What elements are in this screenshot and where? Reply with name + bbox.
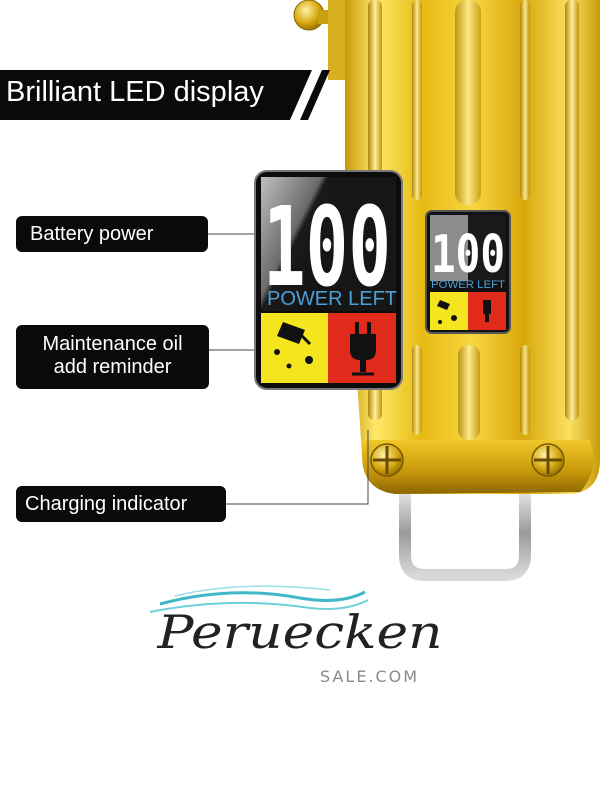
maintenance-oil-label: Maintenance oil add reminder: [16, 325, 209, 389]
oil-can-icon: [274, 322, 313, 369]
battery-power-label: Battery power: [16, 216, 208, 252]
battery-percent-digits: 100: [263, 183, 391, 311]
plug-icon: [350, 322, 376, 376]
small-power-left-caption: POWER LEFT: [431, 279, 505, 291]
power-left-caption: POWER LEFT: [267, 288, 397, 310]
brand-wave-icon: [149, 585, 369, 613]
brand-name: Peruecken: [156, 605, 442, 659]
oil-label-line1: Maintenance oil: [42, 333, 183, 355]
left-screw: [370, 443, 404, 477]
oil-label-line2: add reminder: [53, 356, 172, 378]
brand-logo: Peruecken: [156, 605, 442, 659]
small-led-display: 100 POWER LEFT: [425, 210, 511, 334]
large-led-display: 100 POWER LEFT: [254, 170, 403, 390]
charging-indicator-label: Charging indicator: [16, 486, 226, 522]
brand-subtitle: SALE.COM: [320, 667, 420, 686]
right-screw: [531, 443, 565, 477]
small-battery-digits: 100: [431, 225, 505, 285]
headline: Brilliant LED display: [6, 76, 264, 108]
